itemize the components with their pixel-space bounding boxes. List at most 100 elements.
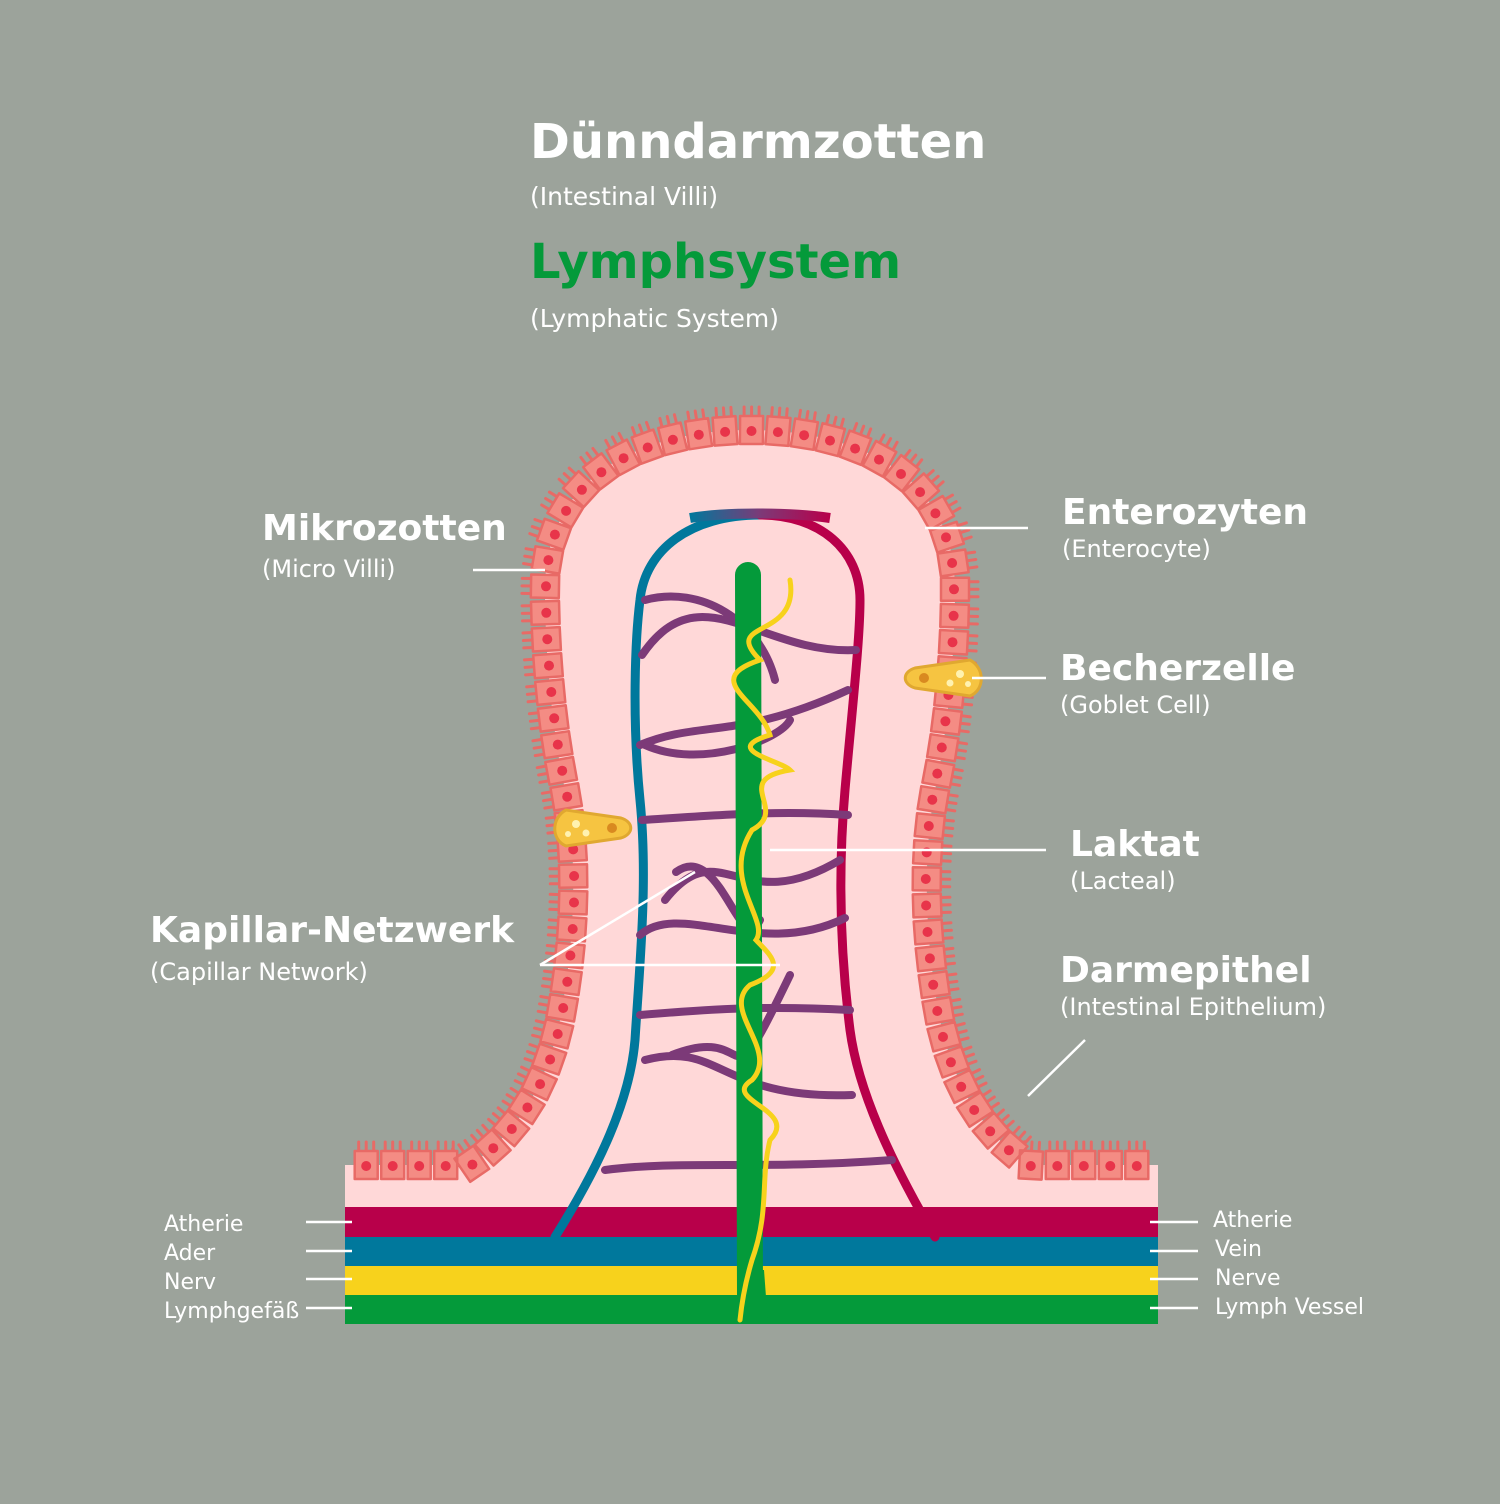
cell-nucleus (850, 443, 861, 454)
cell-nucleus (541, 607, 552, 618)
cell-nucleus (874, 454, 884, 465)
cell-nucleus (558, 1003, 569, 1013)
cell-nucleus (667, 434, 678, 445)
capillary-network (550, 508, 940, 1242)
page-subtitle-translation: (Lymphatic System) (530, 304, 779, 333)
cell-nucleus (546, 687, 557, 697)
cell-nucleus (1003, 1145, 1014, 1156)
goblet-cell-right (903, 658, 983, 698)
cell-nucleus (922, 927, 933, 937)
cell-nucleus (1078, 1161, 1089, 1171)
goblet-granule (572, 820, 580, 828)
goblet-cell-body (553, 808, 633, 848)
cell-nucleus (746, 426, 757, 436)
cell-nucleus (414, 1161, 425, 1171)
cell-nucleus (1025, 1161, 1036, 1171)
capillary-branch (636, 686, 852, 749)
cell-nucleus (565, 950, 576, 961)
cell-nucleus (932, 768, 943, 779)
cell-nucleus (387, 1161, 398, 1171)
nerve-fiber-path (731, 577, 796, 1323)
cell-nucleus (522, 1102, 533, 1113)
layer-label-nerve-right: Nerve (1215, 1266, 1281, 1291)
goblet-granule (946, 679, 954, 687)
cell-nucleus (936, 742, 947, 753)
cell-nucleus (948, 610, 959, 621)
goblet-cell-body (903, 658, 983, 698)
capillary-branch (636, 1003, 854, 1019)
layer-label-lymph-left: Lymphgefäß (164, 1299, 300, 1324)
cell-nucleus (361, 1161, 372, 1171)
cell-nucleus (932, 1006, 943, 1016)
cell-nucleus (941, 532, 951, 543)
cell-nucleus (535, 1079, 546, 1090)
cell-nucleus (1131, 1161, 1142, 1171)
label-goblet-cell: Becherzelle (1060, 648, 1296, 689)
cell-nucleus (576, 484, 587, 495)
layer-label-vein-left: Ader (164, 1241, 216, 1266)
cell-nucleus (1052, 1161, 1063, 1171)
cell-nucleus (930, 508, 941, 519)
cell-nucleus (642, 442, 653, 453)
leader-line (539, 870, 696, 967)
cell-nucleus (568, 844, 579, 855)
cell-nucleus (488, 1143, 499, 1154)
cell-nucleus (928, 979, 939, 990)
layer-label-vein-right: Vein (1215, 1237, 1262, 1262)
cell-nucleus (542, 634, 553, 645)
label-lacteal: Laktat (1070, 824, 1200, 865)
cell-nucleus (506, 1124, 517, 1134)
cell-nucleus (596, 467, 607, 478)
label-goblet-cell-en: (Goblet Cell) (1060, 691, 1211, 719)
capillary-branch (601, 1156, 896, 1174)
cell-nucleus (985, 1126, 996, 1137)
cell-nucleus (799, 430, 810, 441)
cell-nucleus (467, 1159, 478, 1170)
epithelial-cells (353, 405, 1150, 1184)
cell-nucleus (693, 429, 704, 440)
cell-nucleus (921, 900, 932, 911)
capillary-branch (641, 1052, 856, 1100)
leader-line (1027, 1039, 1086, 1097)
label-microvilli: Mikrozotten (262, 508, 507, 549)
label-lacteal-en: (Lacteal) (1070, 867, 1176, 895)
cell-nucleus (618, 453, 629, 464)
capillary-loop-top (689, 508, 831, 523)
cell-nucleus (567, 924, 578, 934)
lacteal (735, 562, 763, 1308)
cell-nucleus (561, 505, 572, 516)
cell-nucleus (945, 1057, 956, 1068)
cell-nucleus (549, 713, 560, 724)
cell-nucleus (969, 1105, 980, 1115)
leader-lines (306, 526, 1198, 1310)
cell-nucleus (923, 821, 934, 831)
cell-nucleus (772, 427, 783, 438)
cell-nucleus (947, 558, 958, 568)
cell-nucleus (541, 581, 551, 592)
cell-nucleus (569, 897, 579, 908)
label-enterocyte-en: (Enterocyte) (1062, 535, 1211, 563)
label-epithelium: Darmepithel (1060, 950, 1312, 991)
goblet-granule (965, 681, 971, 687)
cell-nucleus (949, 584, 959, 595)
label-epithelium-en: (Intestinal Epithelium) (1060, 993, 1327, 1021)
capillary-branch (636, 914, 849, 939)
cell-nucleus (544, 660, 554, 671)
cell-nucleus (720, 426, 731, 437)
cell-nucleus (938, 1031, 948, 1042)
cell-nucleus (915, 487, 926, 498)
goblet-granule (565, 831, 571, 837)
layer-label-nerve-left: Nerv (164, 1270, 217, 1295)
layer-label-artery-right: Atherie (1213, 1208, 1293, 1233)
page-title: Dünndarmzotten (530, 114, 987, 170)
layer-label-artery-left: Atherie (164, 1212, 244, 1237)
cell-nucleus (920, 874, 931, 884)
cell-nucleus (440, 1161, 451, 1171)
label-capillary-network: Kapillar-Netzwerk (150, 910, 515, 951)
cell-nucleus (557, 765, 568, 776)
capillary-branch (641, 592, 779, 684)
cell-nucleus (956, 1081, 967, 1092)
cell-nucleus (947, 637, 958, 648)
